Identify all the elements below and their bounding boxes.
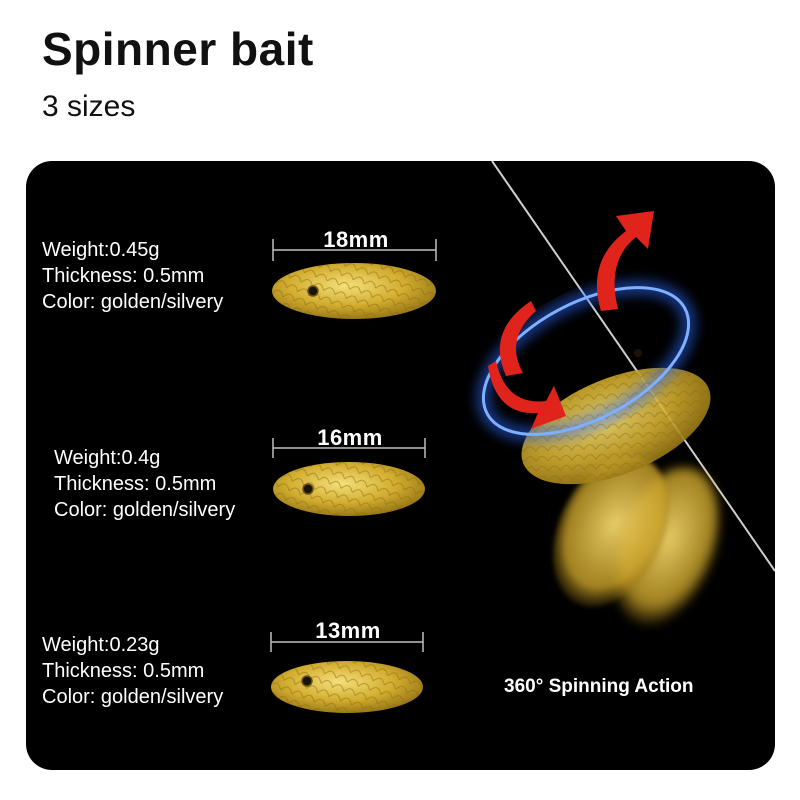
blade-color: Color: golden/silvery: [54, 499, 236, 521]
blade-weight: Weight:0.23g: [42, 634, 160, 656]
blade-spec-18mm: Weight:0.45g Thickness: 0.5mm Color: gol…: [42, 237, 223, 315]
blade-18mm: [272, 263, 436, 319]
dimension-line-16mm: [272, 438, 426, 458]
rotation-arrow-icon: [488, 211, 654, 429]
dimension-line-13mm: [270, 632, 424, 652]
blade-thickness: Thickness: 0.5mm: [42, 660, 205, 682]
fishing-line: [491, 161, 775, 572]
blade-thickness: Thickness: 0.5mm: [42, 265, 205, 287]
blade-color: Color: golden/silvery: [42, 291, 224, 313]
blade-color: Color: golden/silvery: [42, 686, 224, 708]
spinning-blades: [521, 349, 720, 625]
blade-size-label-16mm: 16mm: [317, 425, 383, 450]
panel-artwork: [270, 161, 775, 713]
blade-thickness: Thickness: 0.5mm: [54, 473, 217, 495]
blue-ring-icon: [476, 280, 696, 442]
blade-spec-13mm: Weight:0.23g Thickness: 0.5mm Color: gol…: [42, 632, 223, 710]
blade-size-label-18mm: 18mm: [323, 227, 389, 252]
blade-weight: Weight:0.45g: [42, 239, 160, 261]
product-panel: 18mm Weight:0.45g Thickness: 0.5mm Color…: [26, 161, 775, 770]
blade-spec-16mm: Weight:0.4g Thickness: 0.5mm Color: gold…: [54, 445, 235, 523]
blade-13mm: [271, 661, 423, 713]
blade-16mm: [273, 462, 425, 516]
page-title: Spinner bait: [42, 23, 314, 75]
page-subtitle: 3 sizes: [42, 90, 136, 123]
blade-weight: Weight:0.4g: [54, 447, 161, 469]
spinning-action-label: 360° Spinning Action: [504, 676, 694, 697]
blade-size-label-13mm: 13mm: [315, 618, 381, 643]
dimension-line-18mm: [272, 239, 437, 261]
